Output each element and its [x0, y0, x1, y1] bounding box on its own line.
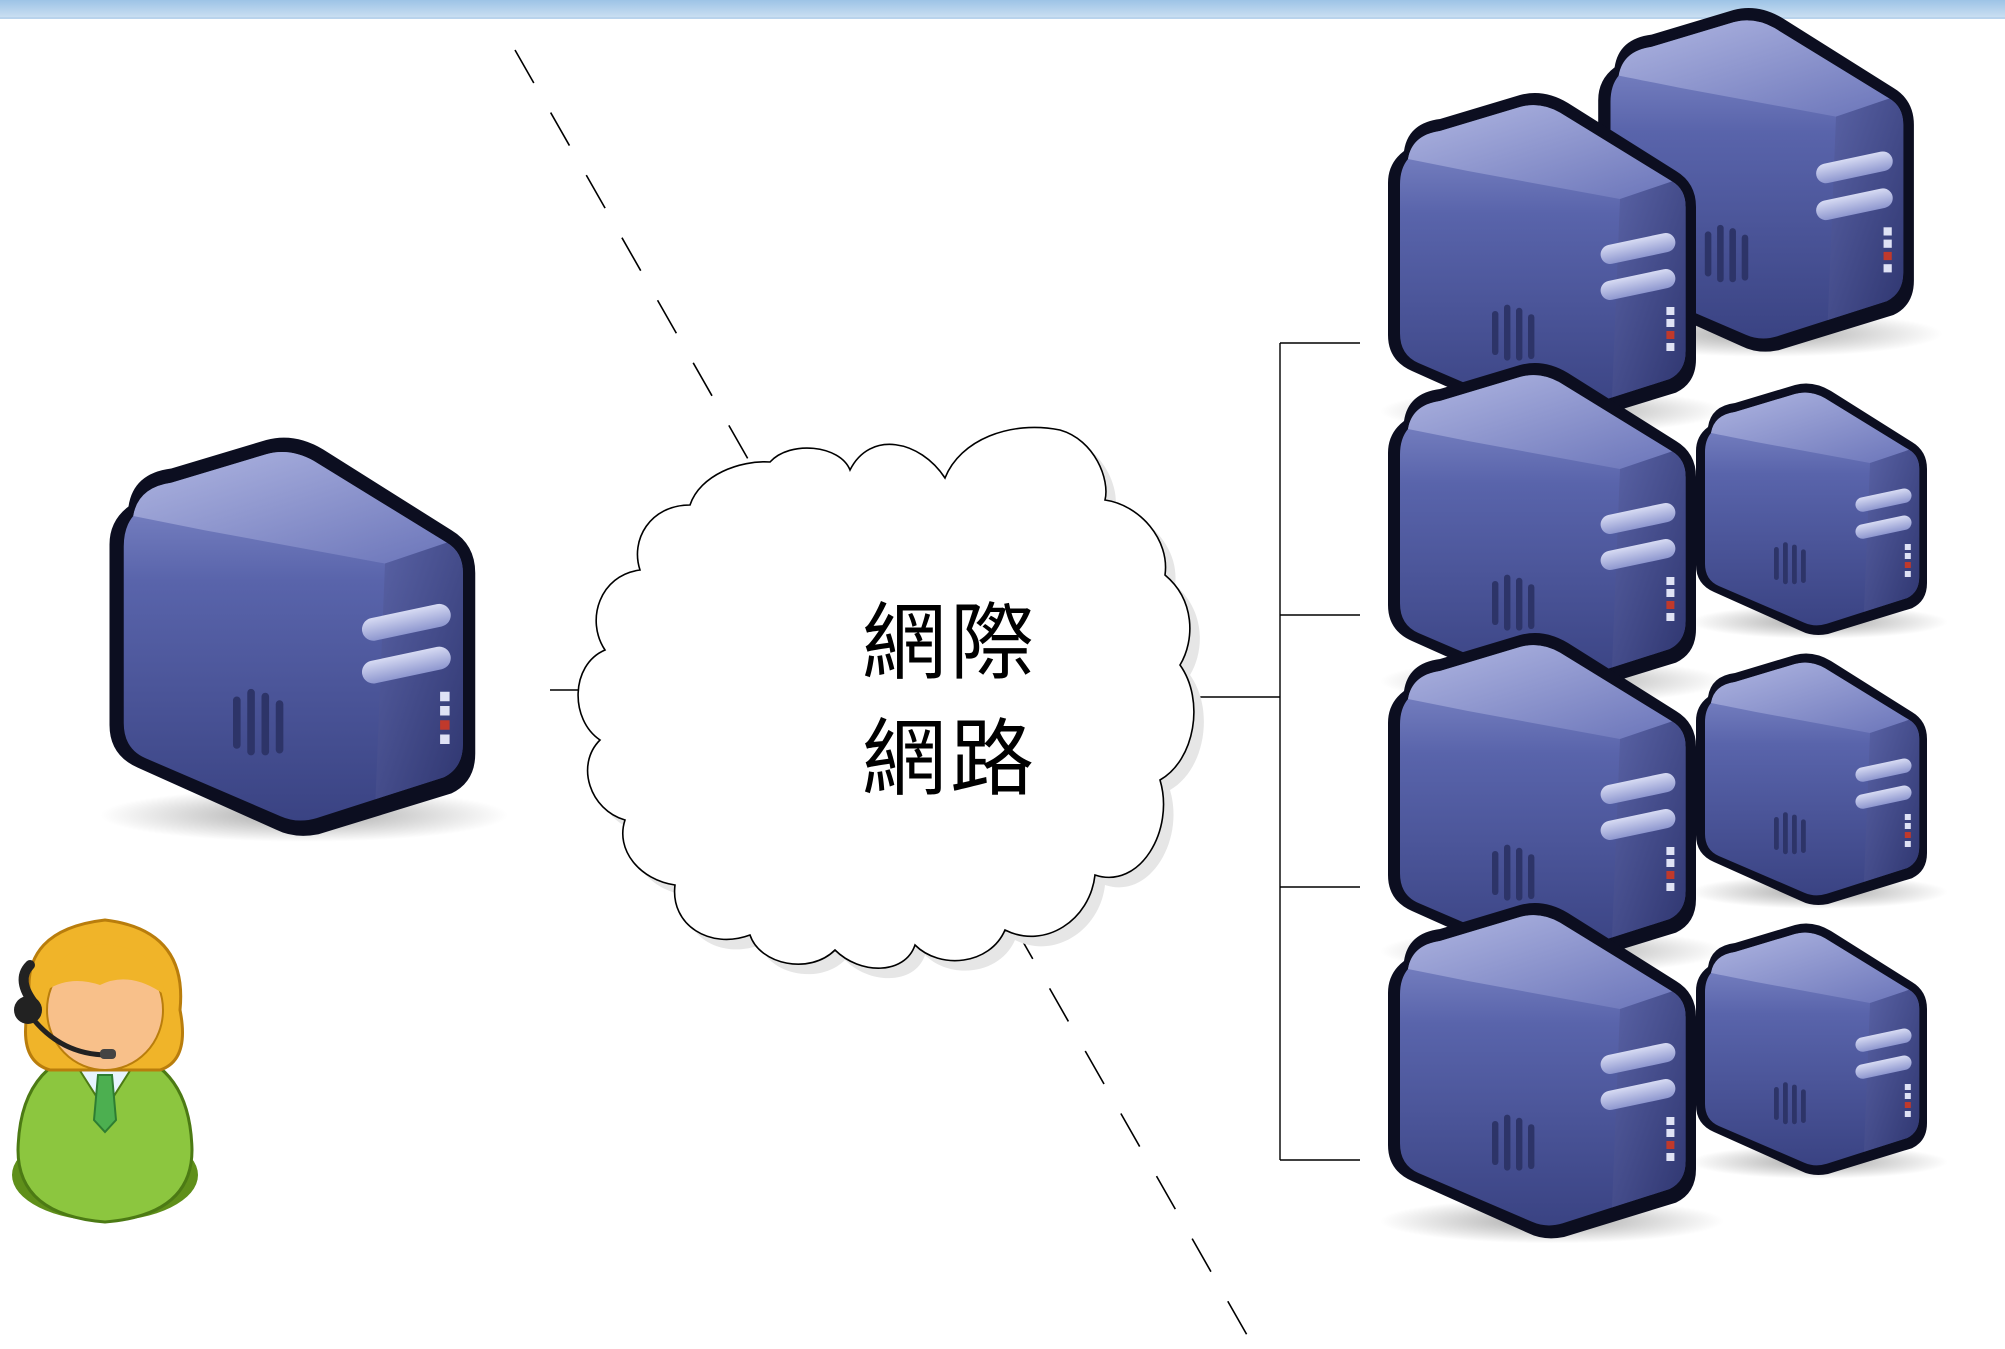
user-with-headset-icon	[12, 918, 198, 1224]
cloud-label-line-1: 網際	[861, 594, 1038, 692]
cluster-server-back-2	[1690, 383, 1948, 639]
cluster-connector-lines	[1195, 342, 1360, 1161]
cloud-label: 網際 網路	[810, 585, 1090, 817]
cluster-server-back-4	[1690, 923, 1948, 1179]
server-cluster-icon	[1380, 7, 1948, 1244]
internet-cloud-icon	[577, 426, 1204, 979]
client-server-icon	[100, 437, 509, 842]
cloud-label-line-2: 網路	[861, 710, 1038, 808]
cluster-server-back-3	[1690, 653, 1948, 909]
header-bar	[0, 0, 2005, 19]
